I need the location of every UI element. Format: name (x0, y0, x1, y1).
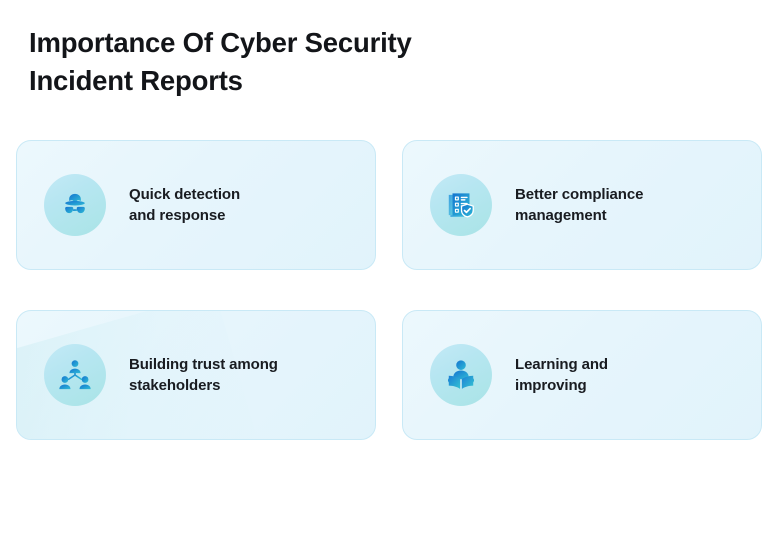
detective-icon (44, 174, 106, 236)
benefit-card-grid: Quick detection and response (16, 140, 762, 440)
page-title: Importance Of Cyber Security Incident Re… (29, 27, 412, 96)
card-quick-detection[interactable]: Quick detection and response (16, 140, 376, 270)
card-label: Learning and improving (515, 355, 608, 395)
card-label: Building trust among stakeholders (129, 355, 278, 395)
compliance-checklist-shield-icon (430, 174, 492, 236)
card-better-compliance[interactable]: Better compliance management (402, 140, 762, 270)
person-reading-book-icon (430, 344, 492, 406)
card-learning-improving[interactable]: Learning and improving (402, 310, 762, 440)
card-building-trust[interactable]: Building trust among stakeholders (16, 310, 376, 440)
team-hierarchy-icon (44, 344, 106, 406)
card-label: Quick detection and response (129, 185, 241, 225)
card-label: Better compliance management (515, 185, 644, 225)
